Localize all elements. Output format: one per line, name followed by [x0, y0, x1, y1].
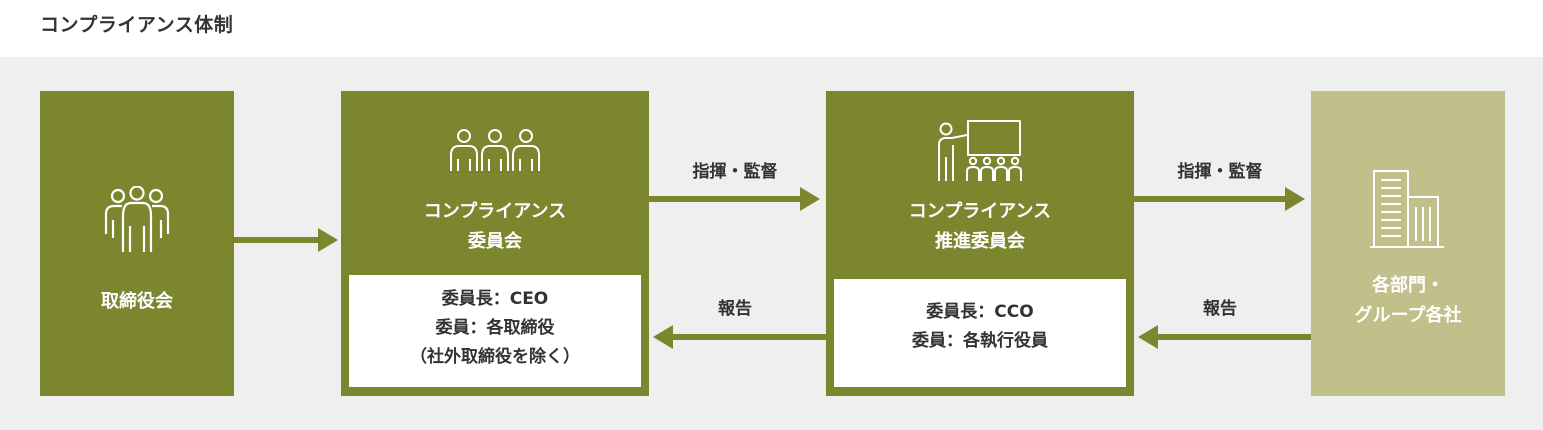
- compliance-committee-box: コンプライアンス 委員会 委員長：CEO 委員：各取締役 （社外取締役を除く）: [341, 91, 649, 396]
- three-people-icon: [450, 129, 540, 171]
- committee-members-box: 委員長：CEO 委員：各取締役 （社外取締役を除く）: [349, 275, 641, 387]
- compliance-promotion-committee-box: コンプライアンス 推進委員会 委員長：CCO 委員：各執行役員: [826, 91, 1134, 396]
- promotion-members-box: 委員長：CCO 委員：各執行役員: [834, 279, 1126, 387]
- arrow-label-command-1: 指揮・監督: [692, 162, 778, 182]
- committee-members: 委員：各取締役: [435, 318, 555, 338]
- promotion-label-line-2: 推進委員会: [935, 231, 1025, 252]
- arrow-label-report-1: 報告: [718, 299, 752, 319]
- buildings-icon: [1370, 170, 1444, 248]
- presentation-board-icon: [938, 120, 1022, 181]
- diagram-panel: [0, 57, 1543, 430]
- promotion-chair: 委員長：CCO: [926, 302, 1034, 322]
- arrow-label-command-2: 指揮・監督: [1177, 162, 1263, 182]
- arrow-promotion-to-departments: [1134, 187, 1305, 211]
- group-people-icon: [104, 186, 170, 252]
- departments-box: 各部門・ グループ各社: [1311, 91, 1505, 396]
- departments-label-line-1: 各部門・: [1372, 275, 1444, 296]
- promotion-label-line-1: コンプライアンス: [908, 201, 1052, 222]
- board-label: 取締役会: [101, 291, 173, 312]
- departments-label-line-2: グループ各社: [1354, 305, 1462, 326]
- arrow-board-to-committee: [234, 228, 338, 252]
- arrow-departments-to-promotion: [1138, 325, 1311, 349]
- committee-label-line-2: 委員会: [468, 231, 522, 252]
- committee-members-note: （社外取締役を除く）: [410, 347, 580, 367]
- committee-label-line-1: コンプライアンス: [423, 201, 567, 222]
- arrow-promotion-to-committee: [653, 325, 826, 349]
- board-box: 取締役会: [40, 91, 234, 396]
- committee-chair: 委員長：CEO: [441, 289, 549, 309]
- arrow-committee-to-promotion: [649, 187, 820, 211]
- arrow-label-report-2: 報告: [1203, 299, 1237, 319]
- page-title: コンプライアンス体制: [40, 14, 234, 36]
- promotion-members: 委員：各執行役員: [912, 331, 1048, 351]
